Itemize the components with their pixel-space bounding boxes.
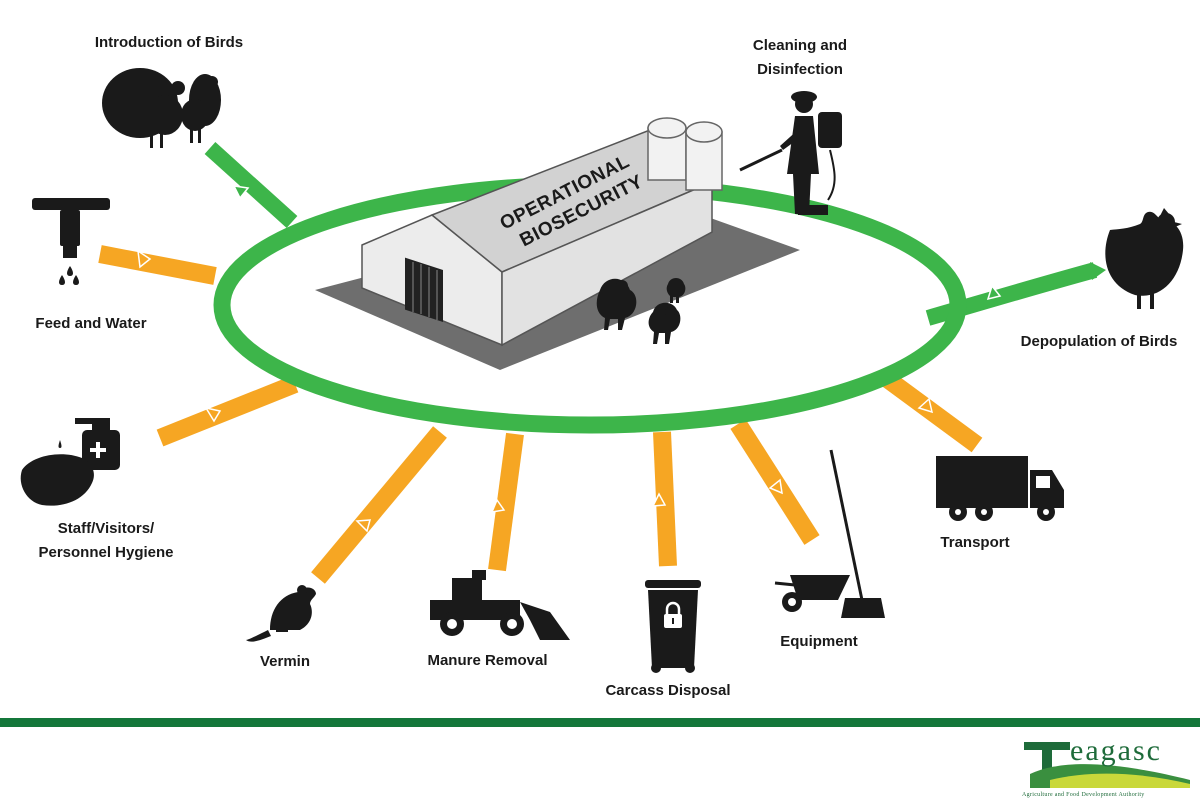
hen-icon: [1105, 208, 1184, 309]
label-manure-removal: Manure Removal: [427, 652, 548, 669]
label-staff-visitors-hygiene: Staff/Visitors/ Personnel Hygiene: [16, 517, 196, 565]
footer-divider: [0, 718, 1200, 727]
label-vermin: Vermin: [259, 653, 311, 670]
label-equipment: Equipment: [780, 633, 858, 650]
label-cleaning-and-disinfection: Cleaning and Disinfection: [730, 34, 870, 82]
label-cleaning-line2: Disinfection: [757, 61, 843, 78]
water-tap-icon: [32, 198, 110, 285]
loader-icon: [430, 570, 570, 640]
wheelbarrow-broom-icon: [774, 449, 885, 618]
label-cleaning-line1: Cleaning and: [752, 37, 848, 54]
label-depopulation-of-birds: Depopulation of Birds: [1020, 333, 1178, 350]
locked-bin-icon: [645, 580, 701, 673]
turkey-icon: [102, 68, 221, 148]
silos: [647, 117, 723, 191]
label-staff-line2: Personnel Hygiene: [38, 544, 174, 561]
truck-icon: [936, 456, 1064, 521]
arrow-vermin: [311, 426, 447, 584]
barn: OPERATIONAL BIOSECURITY: [315, 117, 800, 370]
hand-sanitizer-icon: [20, 418, 120, 506]
teagasc-logo-word: eagasc: [1070, 734, 1162, 767]
barn-side-wall: [501, 180, 713, 347]
inbound-arrows: [98, 245, 983, 584]
arrow-feed-and-water: [98, 245, 217, 285]
label-feed-and-water: Feed and Water: [35, 315, 147, 332]
label-staff-line1: Staff/Visitors/: [57, 520, 155, 537]
arrow-introduction: [204, 142, 298, 228]
label-carcass-disposal: Carcass Disposal: [605, 682, 731, 699]
rat-icon: [246, 585, 316, 642]
label-transport: Transport: [940, 534, 1010, 551]
sprayer-person-icon: [739, 91, 842, 215]
barn-door: [405, 257, 443, 322]
arrow-carcass-disposal: [653, 431, 677, 567]
teagasc-logo-mark-icon: [1024, 742, 1190, 788]
arrow-staff-hygiene: [156, 375, 299, 447]
barn-chickens-icon: [596, 278, 686, 344]
teagasc-logo-tagline: Agriculture and Food Development Authori…: [1022, 792, 1145, 798]
label-introduction-of-birds: Introduction of Birds: [94, 34, 244, 51]
arrow-manure-removal: [488, 432, 524, 572]
teagasc-logo: eagasc Agriculture and Food Development …: [1020, 734, 1195, 806]
arrow-equipment: [730, 419, 820, 545]
